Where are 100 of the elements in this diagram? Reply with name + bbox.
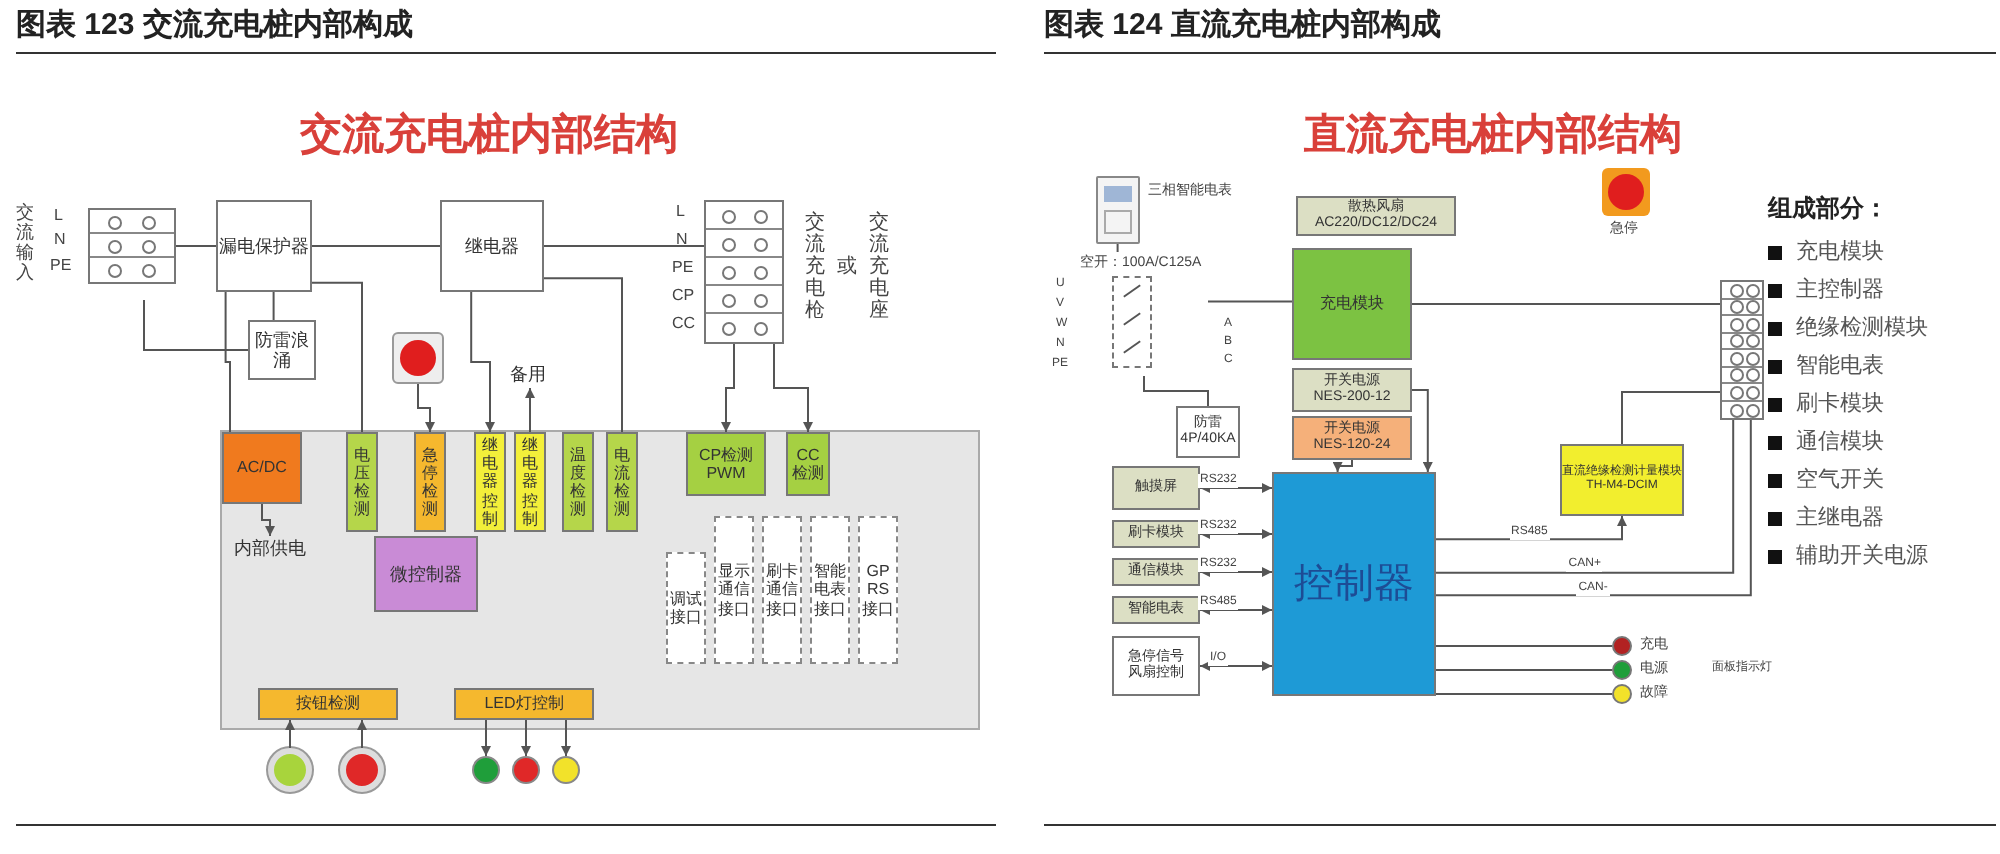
terminal-label: N (54, 230, 66, 249)
microcontroller-box: 微控制器 (374, 536, 478, 612)
list-item: 刷卡模块 (1796, 392, 1884, 418)
figure-heading: 图表 124 直流充电桩内部构成 (1044, 8, 1441, 43)
output-label: 交流充电枪 (804, 212, 825, 322)
wire-line (1207, 300, 1293, 303)
input-label: 交流输入 (16, 204, 35, 284)
interface-box: 刷卡通信接口 (762, 516, 802, 664)
led-icon (512, 756, 540, 784)
terminal-label: CP (672, 286, 695, 305)
arrow (773, 343, 813, 433)
wire-line (1435, 419, 1735, 574)
terminal-label: L (676, 202, 685, 221)
module-box (1112, 636, 1200, 696)
interface-box: 调试接口 (666, 552, 706, 664)
arrow (1435, 515, 1627, 541)
interface-box: 智能电表接口 (810, 516, 850, 664)
wire-line (1411, 303, 1721, 305)
output-label: 交流充电座 (868, 212, 889, 322)
arrow (1411, 389, 1433, 473)
wire-line (272, 291, 275, 321)
charging-module-box: 充电模块 (1292, 248, 1412, 360)
detect-box: 电压检测 (346, 432, 378, 532)
panel-heading: 交流充电桩内部结构 (300, 112, 678, 161)
connector-word: 或 (836, 256, 857, 278)
terminal-label: 组成部分： (1768, 196, 1888, 224)
spare-label: 备用 (504, 360, 552, 388)
control-box: 继电器控制 (474, 432, 506, 532)
terminal-label: PE (672, 258, 694, 277)
arrow (1199, 605, 1273, 615)
list-item: 空气开关 (1796, 468, 1884, 494)
arrow (285, 719, 295, 749)
emergency-stop-icon (392, 332, 444, 384)
arrow (1199, 529, 1273, 539)
arrow (1332, 459, 1353, 473)
interface-box: GPRS接口 (858, 516, 898, 664)
relay-box: 继电器 (440, 200, 544, 292)
wire-line (311, 281, 363, 433)
button-detect-box: 按钮检测 (258, 688, 398, 720)
list-item: 辅助开关电源 (1796, 544, 1928, 570)
wire-line (1143, 375, 1209, 407)
controller-box: 控制器 (1272, 472, 1436, 696)
wire-line (543, 277, 623, 433)
led-control-box: LED灯控制 (454, 688, 594, 720)
detect-box: 急停检测 (414, 432, 446, 532)
interface-box: 显示通信接口 (714, 516, 754, 664)
control-board (220, 430, 980, 730)
figure-heading: 图表 123 交流充电桩内部构成 (16, 8, 413, 43)
terminal-label: CC (672, 314, 696, 333)
button-icon (268, 748, 312, 792)
detect-box: 电流检测 (606, 432, 638, 532)
arrow (1199, 567, 1273, 577)
wire-line (175, 245, 217, 247)
wire-line (311, 245, 441, 247)
terminal-label: N (676, 230, 688, 249)
wire-line (1621, 391, 1721, 445)
led-icon (472, 756, 500, 784)
button-icon (340, 748, 384, 792)
wire-line (1435, 669, 1613, 671)
wire-line (1435, 693, 1613, 695)
surge-box (1176, 406, 1240, 458)
arrow (261, 503, 275, 537)
power-label: 内部供电 (222, 536, 318, 560)
wire-line (224, 291, 231, 433)
wire-line (1435, 419, 1752, 597)
panel-heading: 直流充电桩内部结构 (1304, 112, 1682, 161)
arrow (417, 383, 435, 433)
power-supply-box (1292, 416, 1412, 460)
arrow (1199, 661, 1273, 671)
arrow (521, 719, 531, 757)
list-item: 绝缘检测模块 (1796, 316, 1928, 342)
acdc-box: AC/DC (222, 432, 302, 504)
list-item: 通信模块 (1796, 430, 1884, 456)
arrow (721, 343, 735, 433)
list-item: 智能电表 (1796, 354, 1884, 380)
arrow (525, 387, 535, 433)
arrow (481, 719, 491, 757)
wire-line (543, 245, 705, 247)
list-item: 主控制器 (1796, 278, 1884, 304)
arrow (561, 719, 571, 757)
terminal-label: L (54, 206, 63, 225)
arrow (470, 291, 495, 433)
led-icon (552, 756, 580, 784)
fan-box (1296, 196, 1456, 236)
detect-box: 温度检测 (562, 432, 594, 532)
detect-box: CC检测 (786, 432, 830, 496)
arrow (357, 719, 367, 749)
surge-box: 防雷浪涌 (248, 320, 316, 380)
terminal-label: PE (50, 256, 72, 275)
wire-line (1116, 243, 1119, 253)
list-item: 主继电器 (1796, 506, 1884, 532)
insulation-module-box (1560, 444, 1684, 516)
list-item: 充电模块 (1796, 240, 1884, 266)
detect-box: CP检测 PWM (686, 432, 766, 496)
wire-line (143, 299, 249, 351)
wire-line (1435, 645, 1613, 647)
control-box: 继电器控制 (514, 432, 546, 532)
arrow (1199, 483, 1273, 493)
power-supply-box (1292, 368, 1412, 412)
breaker-box: 漏电保护器 (216, 200, 312, 292)
